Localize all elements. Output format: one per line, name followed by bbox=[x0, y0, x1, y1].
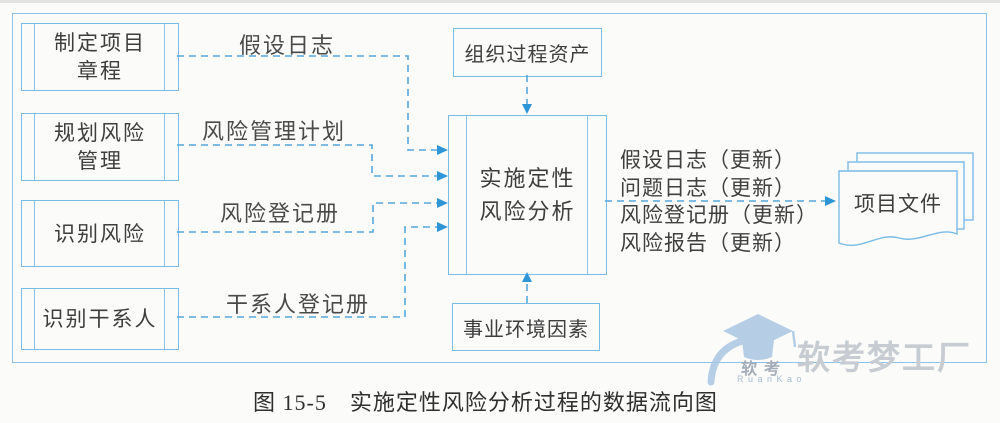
box-develop-project-charter: 制定项目 章程 bbox=[21, 23, 179, 91]
process-bar-left bbox=[34, 24, 36, 90]
process-bar-right bbox=[163, 289, 165, 349]
process-bar-right bbox=[163, 114, 165, 180]
output-item: 假设日志（更新） bbox=[620, 148, 796, 172]
box-organizational-process-assets: 组织过程资产 bbox=[453, 28, 602, 77]
output-item: 问题日志（更新） bbox=[620, 175, 796, 200]
box-label: 规划风险 bbox=[54, 121, 146, 145]
flow-label-risk-register: 风险登记册 bbox=[220, 201, 341, 226]
process-bar-left bbox=[34, 289, 36, 349]
process-bar-right bbox=[586, 116, 588, 274]
box-label: 章程 bbox=[77, 59, 123, 83]
document-stack-label: 项目文件 bbox=[854, 192, 942, 216]
flow-label-risk-management-plan: 风险管理计划 bbox=[202, 119, 347, 144]
box-label: 识别干系人 bbox=[42, 307, 158, 331]
scan-edge bbox=[0, 0, 1000, 3]
box-perform-qualitative-risk-analysis: 实施定性 风险分析 bbox=[448, 115, 607, 275]
output-item: 风险报告（更新） bbox=[620, 230, 796, 255]
process-bar-right bbox=[163, 24, 165, 90]
output-list: 假设日志（更新） 问题日志（更新） 风险登记册（更新） 风险报告（更新） bbox=[620, 147, 818, 257]
flow-label-assumption-log: 假设日志 bbox=[239, 33, 336, 58]
box-plan-risk-management: 规划风险 管理 bbox=[21, 113, 179, 181]
process-bar-left bbox=[466, 116, 468, 274]
box-label: 组织过程资产 bbox=[464, 44, 591, 66]
box-label: 制定项目 bbox=[54, 31, 146, 55]
box-label: 管理 bbox=[77, 149, 123, 173]
box-label: 风险分析 bbox=[479, 199, 576, 224]
flow-label-stakeholder-register: 干系人登记册 bbox=[226, 292, 371, 317]
box-identify-risks: 识别风险 bbox=[21, 200, 179, 267]
box-enterprise-environmental-factors: 事业环境因素 bbox=[452, 303, 600, 351]
output-item: 风险登记册（更新） bbox=[620, 203, 818, 227]
figure-caption: 图 15-5 实施定性风险分析过程的数据流向图 bbox=[253, 390, 718, 415]
box-label: 实施定性 bbox=[479, 166, 576, 191]
process-bar-left bbox=[34, 114, 36, 180]
box-label: 识别风险 bbox=[54, 221, 146, 246]
watermark-brand-en: RuanKao bbox=[737, 374, 807, 384]
process-bar-left bbox=[34, 201, 36, 266]
process-bar-right bbox=[163, 201, 165, 266]
box-identify-stakeholders: 识别干系人 bbox=[21, 288, 179, 350]
diagram-outer-frame bbox=[12, 13, 987, 363]
box-label: 事业环境因素 bbox=[463, 318, 589, 341]
